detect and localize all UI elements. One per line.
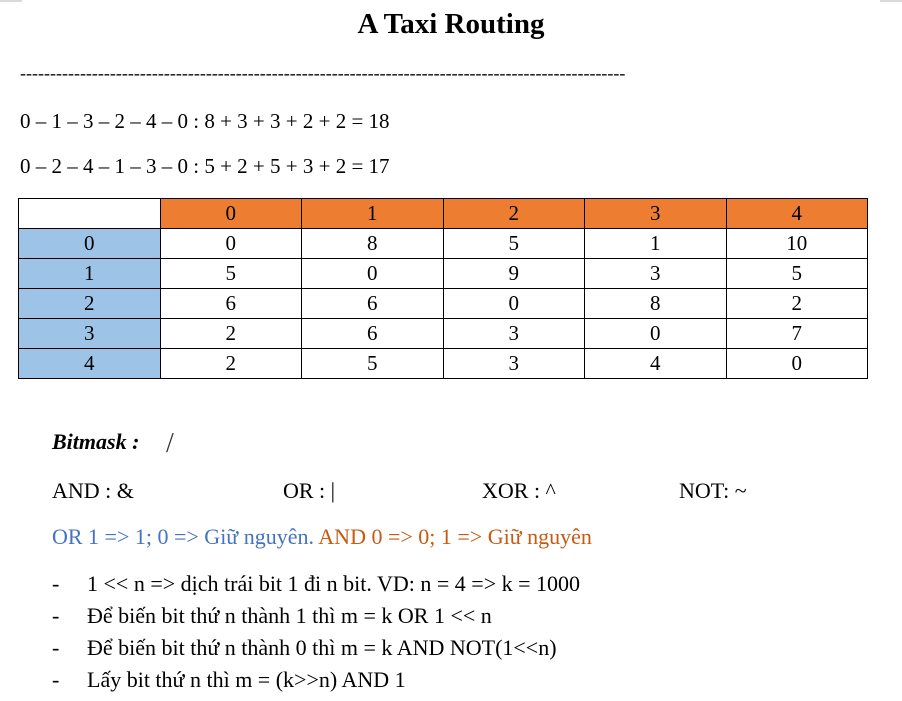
text-cursor-icon: /: [166, 428, 174, 459]
matrix-corner-cell: [18, 198, 161, 229]
matrix-cell: 5: [301, 348, 444, 379]
matrix-column-header: 2: [442, 198, 585, 229]
matrix-cell: 2: [159, 318, 302, 349]
table-row: 0 0 8 5 1 10: [18, 228, 868, 259]
matrix-column-header: 1: [301, 198, 444, 229]
matrix-cell: 0: [725, 348, 868, 379]
matrix-column-header: 4: [725, 198, 868, 229]
and-rule-text: AND 0 => 0; 1 => Giữ nguyên: [318, 524, 592, 549]
note-text: 1 << n => dịch trái bit 1 đi n bit. VD: …: [87, 571, 581, 596]
operator-xor: XOR : ^: [482, 478, 556, 503]
matrix-cell: 0: [584, 318, 727, 349]
list-bullet: -: [52, 603, 60, 628]
table-row: 1 5 0 9 3 5: [18, 258, 868, 289]
page-corner-mark-right: [880, 0, 902, 2]
matrix-row-header: 2: [18, 288, 161, 319]
or-rule-text: OR 1 => 1; 0 => Giữ nguyên.: [52, 524, 314, 549]
matrix-cell: 1: [584, 228, 727, 259]
matrix-cell: 5: [725, 258, 868, 289]
list-item: - 1 << n => dịch trái bit 1 đi n bit. VD:…: [52, 568, 580, 600]
list-bullet: -: [52, 635, 60, 660]
operator-and: AND : &: [52, 478, 134, 503]
matrix-cell: 7: [725, 318, 868, 349]
operator-or: OR : |: [283, 478, 336, 503]
matrix-cell: 6: [301, 318, 444, 349]
bitmask-heading: Bitmask :: [52, 429, 140, 454]
matrix-cell: 5: [442, 228, 585, 259]
matrix-row-header: 4: [18, 348, 161, 379]
matrix-column-header: 0: [159, 198, 302, 229]
table-row: 2 6 6 0 8 2: [18, 288, 868, 319]
note-text: Để biến bit thứ n thành 1 thì m = k OR 1…: [87, 603, 492, 628]
table-row: 3 2 6 3 0 7: [18, 318, 868, 349]
bit-rules-line: OR 1 => 1; 0 => Giữ nguyên. AND 0 => 0; …: [52, 522, 592, 552]
matrix-cell: 3: [584, 258, 727, 289]
matrix-cell: 8: [301, 228, 444, 259]
list-item: - Để biến bit thứ n thành 1 thì m = k OR …: [52, 600, 580, 632]
matrix-row-header: 3: [18, 318, 161, 349]
matrix-cell: 0: [442, 288, 585, 319]
note-text: Để biến bit thứ n thành 0 thì m = k AND …: [87, 635, 557, 660]
page-corner-mark-left: [0, 0, 22, 2]
distance-matrix-table: 0 1 2 3 4 0 0 8 5 1 10 1 5 0 9 3 5 2 6 6…: [18, 198, 868, 379]
dashed-separator: ----------------------------------------…: [20, 63, 626, 83]
table-row: 4 2 5 3 4 0: [18, 348, 868, 379]
matrix-row-header: 0: [18, 228, 161, 259]
list-bullet: -: [52, 667, 60, 692]
matrix-cell: 5: [159, 258, 302, 289]
matrix-row-header: 1: [18, 258, 161, 289]
list-item: - Để biến bit thứ n thành 0 thì m = k AND…: [52, 632, 580, 664]
matrix-cell: 0: [159, 228, 302, 259]
matrix-cell: 6: [301, 288, 444, 319]
page-title: A Taxi Routing: [357, 8, 545, 40]
route-line-2: 0 – 2 – 4 – 1 – 3 – 0 : 5 + 2 + 5 + 3 + …: [20, 154, 390, 178]
list-bullet: -: [52, 571, 60, 596]
matrix-cell: 10: [725, 228, 868, 259]
matrix-cell: 9: [442, 258, 585, 289]
matrix-cell: 3: [442, 318, 585, 349]
matrix-column-header: 3: [584, 198, 727, 229]
matrix-cell: 0: [301, 258, 444, 289]
matrix-cell: 3: [442, 348, 585, 379]
operator-not: NOT: ~: [679, 478, 747, 503]
matrix-cell: 2: [725, 288, 868, 319]
bitmask-notes-list: - 1 << n => dịch trái bit 1 đi n bit. VD:…: [52, 568, 580, 696]
list-item: - Lấy bit thứ n thì m = (k>>n) AND 1: [52, 664, 580, 696]
matrix-cell: 8: [584, 288, 727, 319]
route-line-1: 0 – 1 – 3 – 2 – 4 – 0 : 8 + 3 + 3 + 2 + …: [20, 109, 390, 133]
note-text: Lấy bit thứ n thì m = (k>>n) AND 1: [87, 667, 406, 692]
matrix-header-row: 0 1 2 3 4: [18, 198, 868, 229]
matrix-cell: 6: [159, 288, 302, 319]
matrix-cell: 4: [584, 348, 727, 379]
matrix-cell: 2: [159, 348, 302, 379]
